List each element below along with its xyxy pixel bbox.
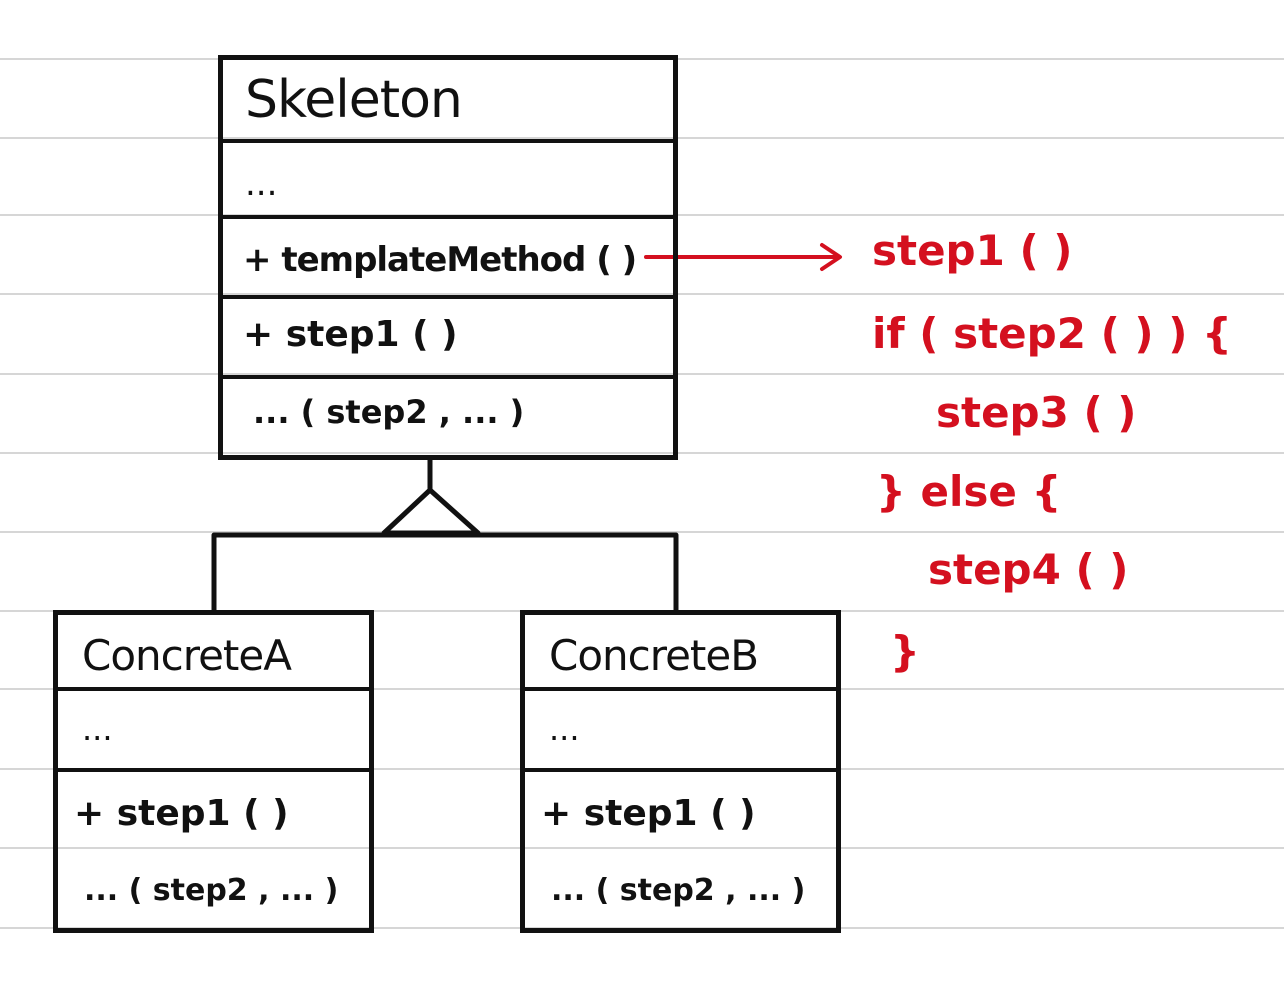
class-name: ConcreteB: [549, 631, 759, 680]
inheritance-triangle-icon: [381, 487, 481, 536]
skeleton-class-box: Skeleton ... + templateMethod ( ) + step…: [218, 55, 678, 460]
arrow-head-icon: [820, 243, 842, 271]
ruled-line: [0, 373, 1284, 375]
class-method: + templateMethod ( ): [243, 240, 637, 280]
attribute-divider: [525, 768, 836, 772]
method-divider: [223, 375, 673, 379]
code-line-step4: step4 ( ): [928, 545, 1129, 594]
class-method: ... ( step2 , ... ): [84, 873, 339, 908]
inheritance-branch-line: [211, 532, 679, 615]
name-divider: [58, 687, 369, 691]
class-method: + step1 ( ): [541, 793, 756, 834]
ruled-line: [0, 847, 1284, 849]
code-line-if: if ( step2 ( ) ) {: [872, 309, 1232, 358]
template-method-arrow: [644, 243, 842, 271]
class-name: ConcreteA: [82, 631, 292, 680]
class-method: ... ( step2 , ... ): [253, 393, 525, 431]
name-divider: [223, 139, 673, 143]
attribute-divider: [223, 215, 673, 219]
concrete-b-class-box: ConcreteB ... + step1 ( ) ... ( step2 , …: [520, 610, 841, 933]
class-method: ... ( step2 , ... ): [551, 873, 806, 908]
class-attributes: ...: [82, 710, 113, 748]
class-attributes: ...: [549, 710, 580, 748]
ruled-line: [0, 452, 1284, 454]
class-method: + step1 ( ): [74, 793, 289, 834]
code-line-step3: step3 ( ): [936, 388, 1137, 437]
attribute-divider: [58, 768, 369, 772]
ruled-line: [0, 293, 1284, 295]
code-line-close-brace: }: [890, 627, 920, 676]
inheritance-connector: [211, 455, 679, 615]
concrete-a-class-box: ConcreteA ... + step1 ( ) ... ( step2 , …: [53, 610, 374, 933]
class-attributes: ...: [245, 164, 278, 204]
code-line-else: } else {: [876, 467, 1062, 516]
code-line-step1: step1 ( ): [872, 226, 1073, 275]
class-method: + step1 ( ): [243, 314, 458, 355]
ruled-line: [0, 531, 1284, 533]
class-name: Skeleton: [245, 70, 463, 130]
method-divider: [223, 295, 673, 299]
ruled-line: [0, 137, 1284, 139]
name-divider: [525, 687, 836, 691]
